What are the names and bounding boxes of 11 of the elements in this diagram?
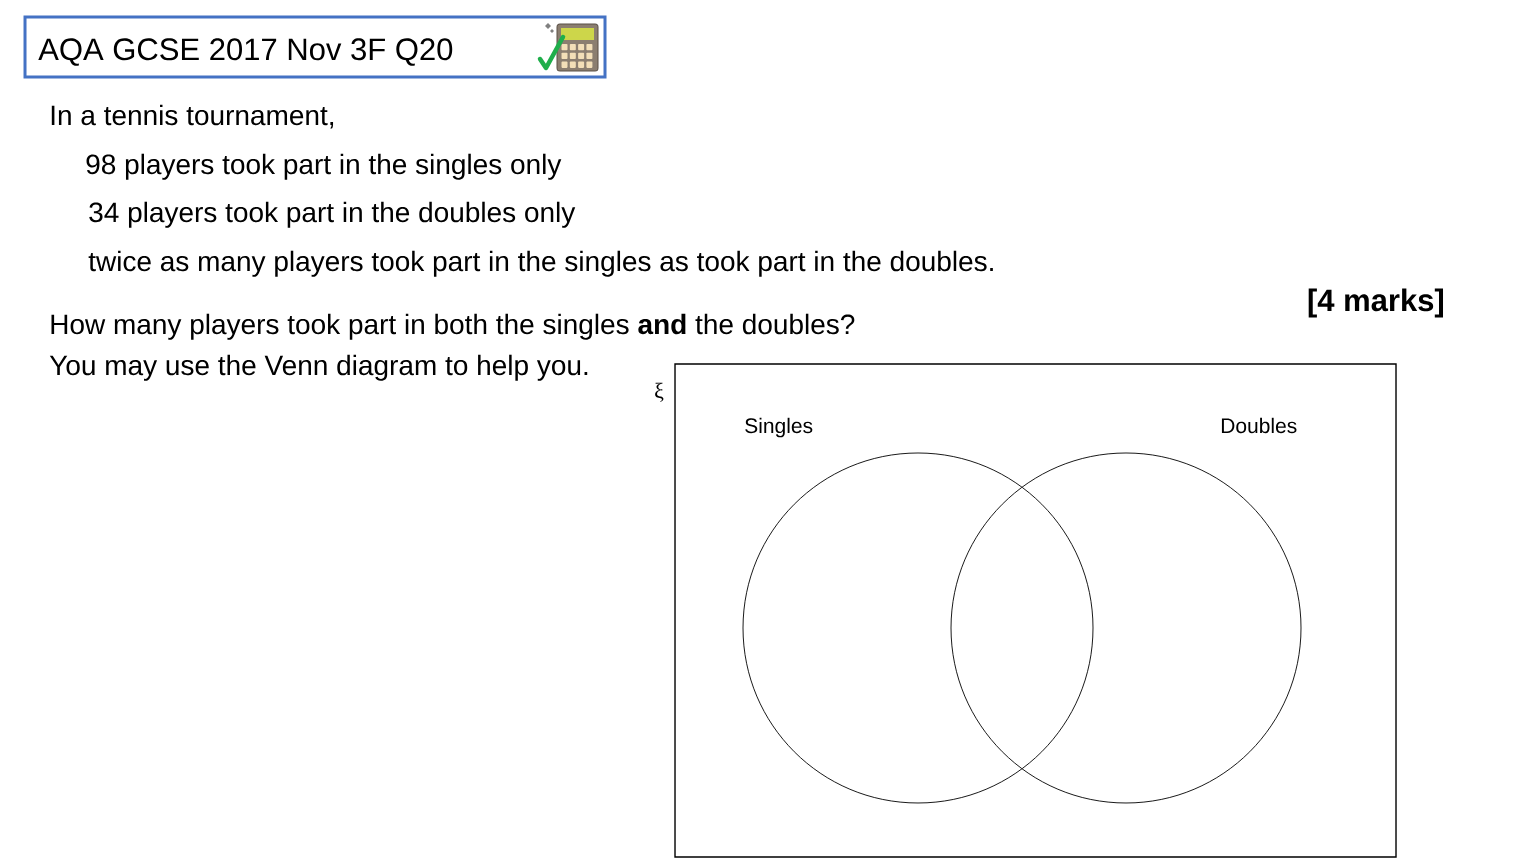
set-label: Singles bbox=[745, 417, 813, 438]
question-text: 98 players took part in the singles only bbox=[86, 153, 562, 180]
question-text: How many players took part in both the singles and the doubles? bbox=[51, 313, 855, 340]
question-text: You may use the Venn diagram to help you. bbox=[49, 354, 588, 381]
set-label: Doubles bbox=[1221, 417, 1297, 434]
title-box: AQA GCSE 2017 Nov 3F Q20 bbox=[23, 15, 607, 79]
question-text: 34 players took part in the doubles only bbox=[89, 201, 576, 228]
question-text: In a tennis tournament, bbox=[51, 104, 334, 129]
marks-label: [4 marks] bbox=[1308, 288, 1443, 318]
question-text: twice as many players took part in the singles as took part in the doubles. bbox=[88, 250, 993, 277]
set-symbol: ξ bbox=[655, 382, 664, 402]
